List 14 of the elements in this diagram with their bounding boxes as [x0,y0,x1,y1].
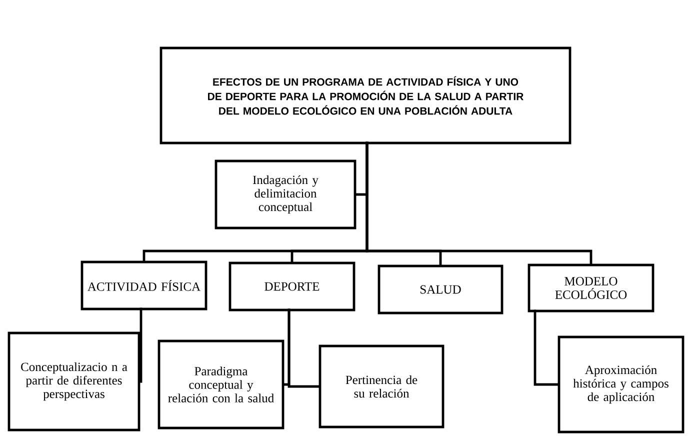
connector-line [139,308,142,383]
category-box: MODELO ECOLÓGICO [528,264,654,312]
subtopic-box: Paradigma conceptual y relación con la salud [158,340,284,430]
subtopic-box: Conceptualizacio n a partir de diferentes perspectivas [8,332,140,432]
connector-line [366,142,592,265]
connector-line [288,308,320,388]
topic-box: Indagación y delimitacion conceptual [214,160,356,230]
category-box: SALUD [378,264,504,314]
category-box: ACTIVIDAD FÍSICA [80,260,208,310]
title-box: EFECTOS DE UN PROGRAMA DE ACTIVIDAD FÍSICA Y UNO DE DEPORTE PARA LA PROMOCIÓN DE LA SALUD A PARTIR DEL MODELO ECOLÓGICO EN UNA POBLACIÓN ADULTA [160,46,572,144]
subtopic-box: Pertinencia de su relación [318,344,444,428]
subtopic-box: Aproximación histórica y campos de aplicación [558,336,684,434]
connector-line [534,310,559,386]
category-box: DEPORTE [228,262,356,312]
